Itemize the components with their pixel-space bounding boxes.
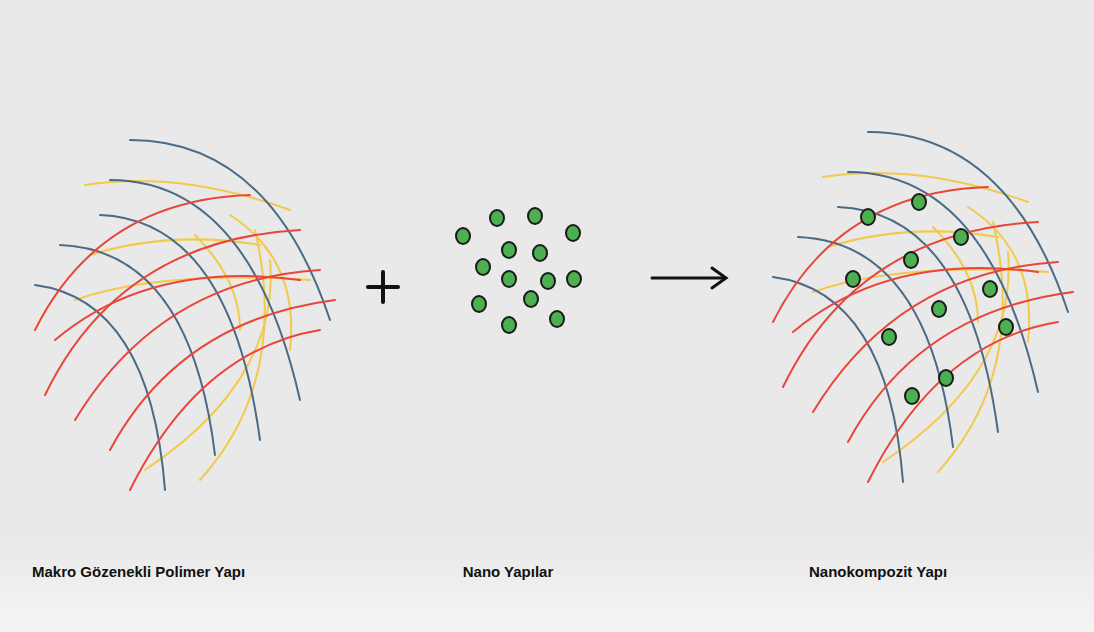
nanoparticle	[999, 319, 1013, 335]
structure-label: Nanokompozit Yapı	[809, 563, 947, 581]
reaction-arrow	[652, 268, 726, 288]
nanoparticle	[524, 291, 538, 307]
nanoparticle	[932, 301, 946, 317]
nanoparticle	[905, 388, 919, 404]
nanoparticle	[490, 210, 504, 226]
nanoparticle	[550, 311, 564, 327]
nanoparticle	[912, 194, 926, 210]
composite-structure	[773, 132, 1073, 482]
nanoparticle	[472, 296, 486, 312]
nanoparticle	[502, 271, 516, 287]
nanoparticle	[861, 209, 875, 225]
nanoparticle	[528, 208, 542, 224]
nanoparticles	[456, 194, 1013, 404]
nanoparticle	[904, 252, 918, 268]
nanoparticle	[533, 245, 547, 261]
polymer-structure	[35, 140, 335, 490]
nanoparticle	[882, 329, 896, 345]
nanoparticle	[954, 229, 968, 245]
nanoparticle	[567, 271, 581, 287]
nanoparticle	[983, 281, 997, 297]
nanoparticle	[566, 225, 580, 241]
structure-label: Makro Gözenekli Polimer Yapı	[32, 563, 245, 581]
structure-label: Nano Yapılar	[463, 563, 554, 581]
nanoparticle	[541, 273, 555, 289]
nanoparticle	[939, 370, 953, 386]
plus-sign	[368, 272, 398, 302]
nanoparticle	[502, 242, 516, 258]
nanoparticle	[846, 271, 860, 287]
nanoparticle	[456, 228, 470, 244]
nanoparticle	[502, 317, 516, 333]
nanoparticle	[476, 259, 490, 275]
